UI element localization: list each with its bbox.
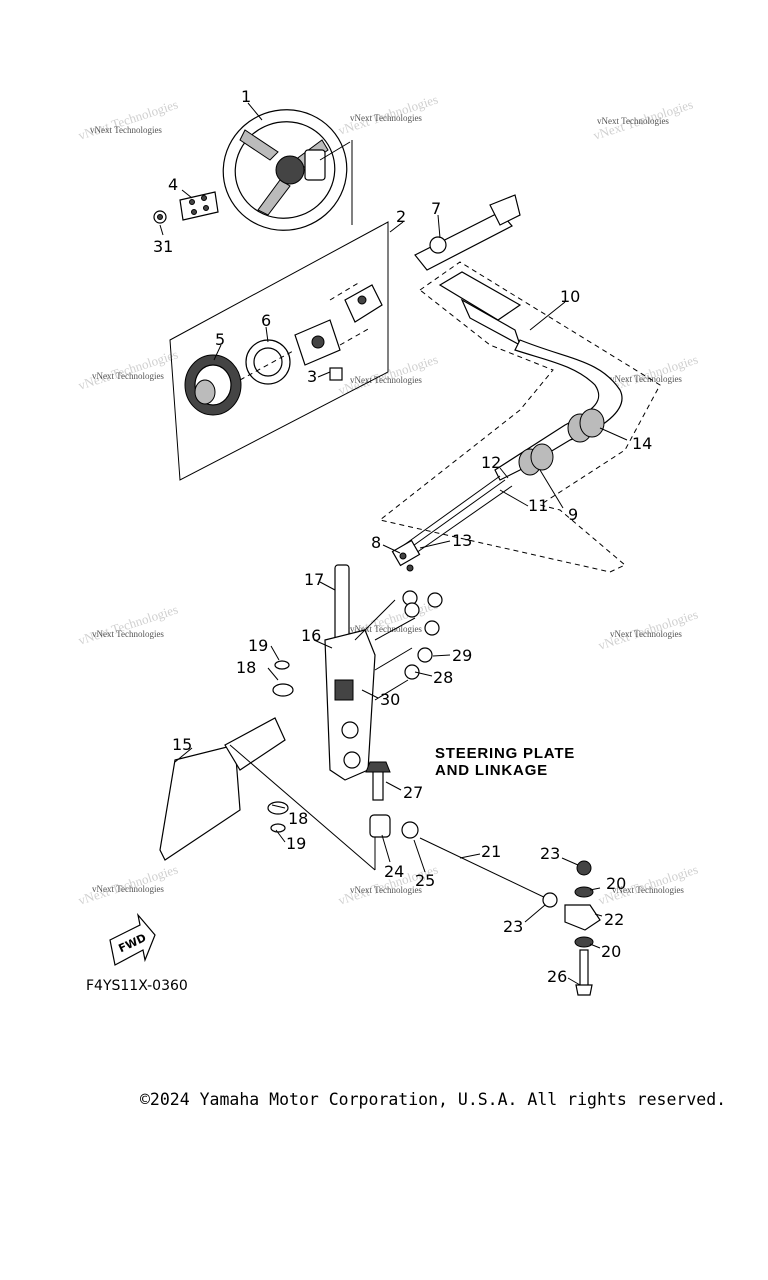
svg-text:vNext Technologies: vNext Technologies [350,624,422,634]
svg-text:vNext Technologies: vNext Technologies [92,629,164,639]
callout-7: 7 [431,199,441,218]
helm-assembly-box [169,221,389,481]
callout-20-bottom: 20 [601,942,621,961]
callout-10: 10 [560,287,580,306]
callout-23-bottom: 23 [503,917,523,936]
callout-22: 22 [604,910,624,929]
svg-text:vNext Technologies: vNext Technologies [90,125,162,135]
svg-text:vNext Technologies: vNext Technologies [350,885,422,895]
watermark: vNext Technologies vNext Technologies [596,606,699,652]
watermark: vNext Technologies vNext Technologies [76,861,179,907]
rudder-plate [159,660,376,871]
callout-20-top: 20 [606,874,626,893]
linkage-rod [365,761,601,996]
callout-19-top: 19 [248,636,268,655]
callout-18-bottom: 18 [288,809,308,828]
callout-2: 2 [396,207,406,226]
watermark: vNext Technologies vNext Technologies [76,601,179,647]
studs-and-nuts [354,590,443,701]
callout-1: 1 [241,87,251,106]
callout-3: 3 [307,367,317,386]
callout-21: 21 [481,842,501,861]
callout-26: 26 [547,967,567,986]
callout-14: 14 [632,434,652,453]
watermark: vNext Technologies vNext Technologies [336,91,439,137]
cable-assembly [378,261,661,573]
callout-23-top: 23 [540,844,560,863]
steering-wheel [222,109,353,231]
steering-plate [324,564,376,781]
svg-text:vNext Technologies: vNext Technologies [350,113,422,123]
callout-5: 5 [215,330,225,349]
callout-27: 27 [403,783,423,802]
watermarks: vNext Technologies vNext Technologies vN… [76,91,699,907]
svg-text:vNext Technologies: vNext Technologies [92,371,164,381]
svg-text:vNext Technologies: vNext Technologies [350,375,422,385]
callout-8: 8 [371,533,381,552]
callout-4: 4 [168,175,178,194]
callout-24: 24 [384,862,404,881]
callout-29: 29 [452,646,472,665]
callout-18-top: 18 [236,658,256,677]
callout-25: 25 [415,871,435,890]
svg-text:vNext Technologies: vNext Technologies [597,116,669,126]
watermark: vNext Technologies vNext Technologies [591,96,694,142]
svg-text:vNext Technologies: vNext Technologies [76,601,179,647]
leader-lines [159,102,628,986]
callout-13: 13 [452,531,472,550]
copyright-notice: ©2024 Yamaha Motor Corporation, U.S.A. A… [140,1090,726,1109]
svg-text:vNext Technologies: vNext Technologies [610,629,682,639]
svg-text:vNext Technologies: vNext Technologies [92,884,164,894]
drawing-code: F4YS11X-0360 [86,978,188,994]
callout-19-bottom: 19 [286,834,306,853]
svg-text:vNext Technologies: vNext Technologies [76,96,179,142]
watermark: vNext Technologies vNext Technologies [76,346,179,392]
watermark: vNext Technologies vNext Technologies [76,96,179,142]
svg-text:vNext Technologies: vNext Technologies [610,374,682,384]
callout-17: 17 [304,570,324,589]
callout-numbers: 1 2 3 4 5 6 7 8 9 10 11 12 13 14 15 16 1… [153,87,652,986]
callout-15: 15 [172,735,192,754]
diagram-title-line2: AND LINKAGE [435,762,548,779]
svg-text:vNext Technologies: vNext Technologies [612,885,684,895]
diagram-title-line1: STEERING PLATE [435,745,575,762]
callout-9: 9 [568,505,578,524]
callout-28: 28 [433,668,453,687]
wheel-cap-parts [153,191,219,224]
fwd-arrow: FWD [109,912,156,966]
callout-11: 11 [528,496,548,515]
cable-end-tube [414,194,521,271]
callout-31: 31 [153,237,173,256]
callout-12: 12 [481,453,501,472]
callout-16: 16 [301,626,321,645]
callout-30: 30 [380,690,400,709]
svg-text:vNext Technologies: vNext Technologies [76,346,179,392]
callout-6: 6 [261,311,271,330]
